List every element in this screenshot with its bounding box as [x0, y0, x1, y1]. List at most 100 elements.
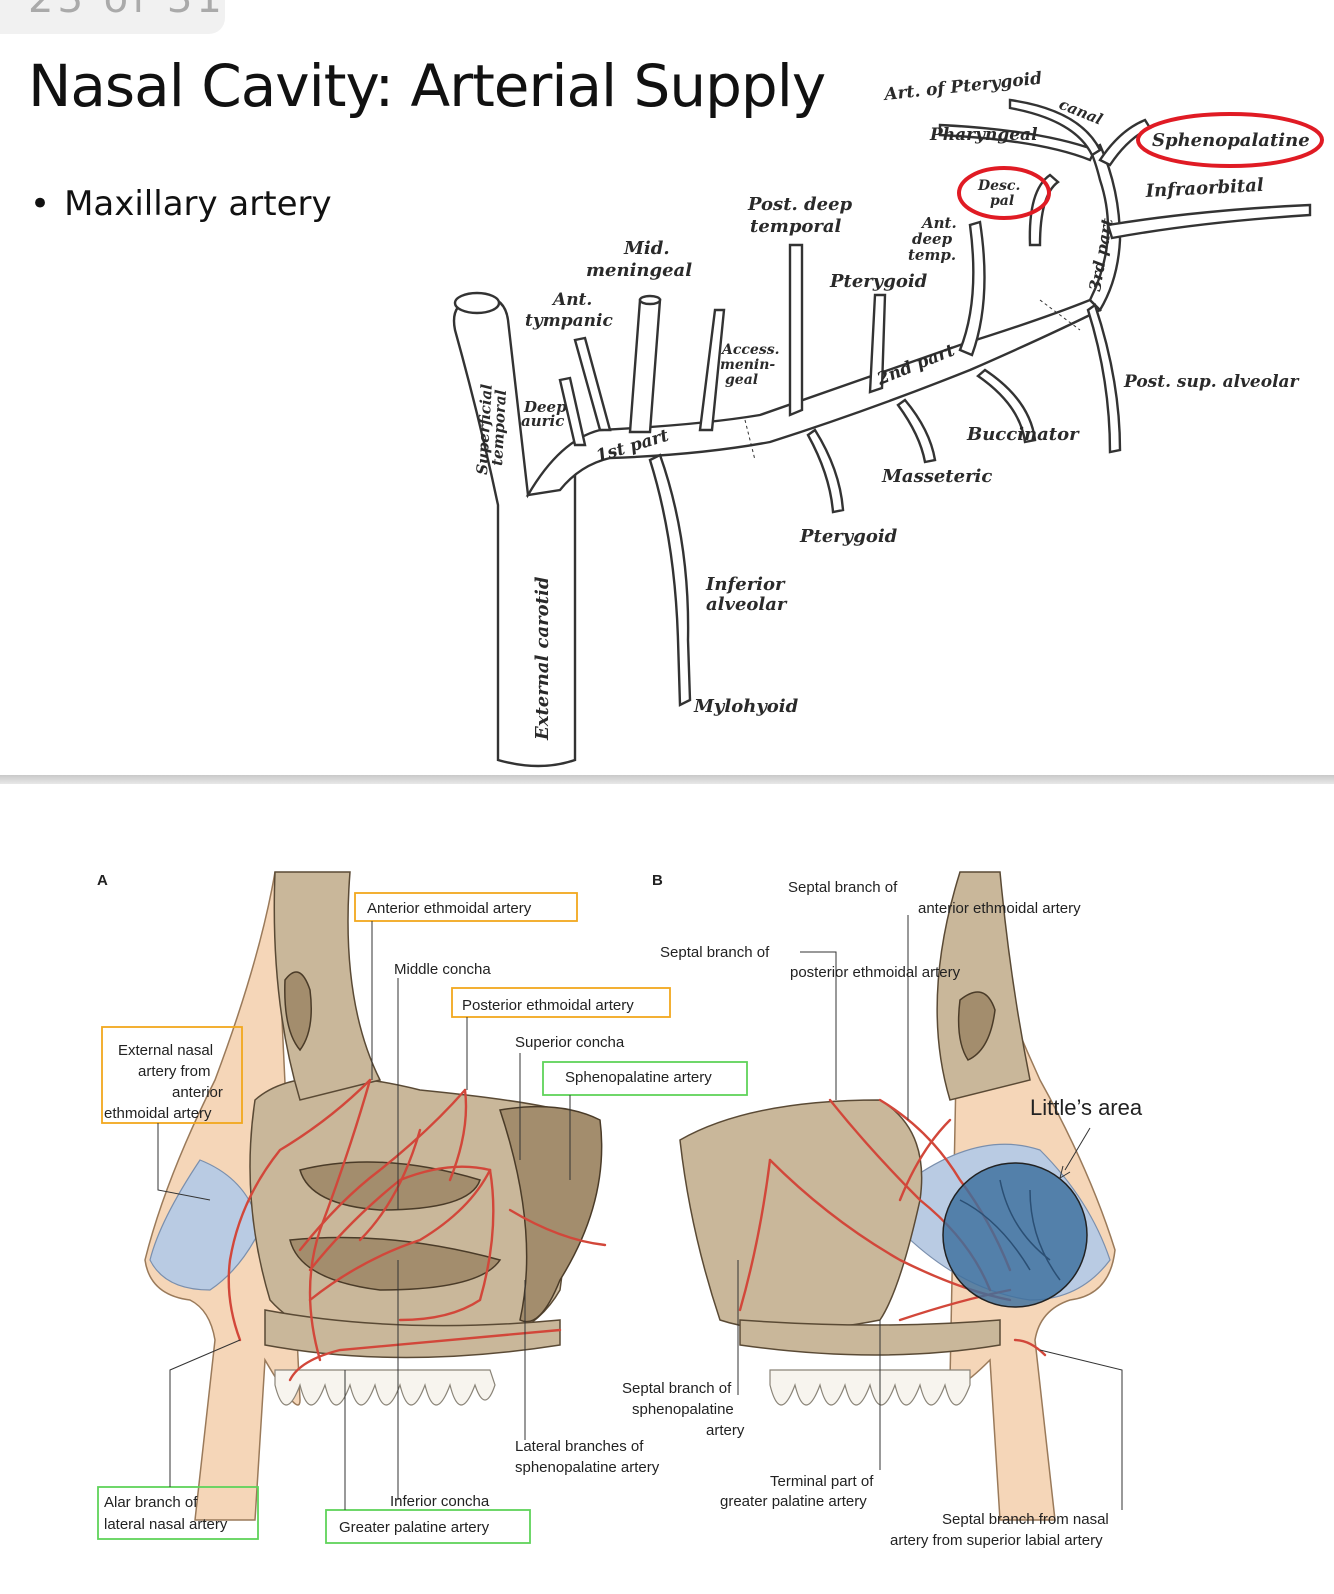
label-external-nasal-4: ethmoidal artery: [104, 1105, 212, 1122]
pharyngeal-vessel: [938, 123, 1097, 162]
panel-b-hard-palate: [739, 1319, 1001, 1356]
panel-a-label: A: [97, 872, 108, 889]
superficial-temporal-opening: [453, 291, 501, 315]
label-mylohyoid: Mylohyoid: [693, 696, 799, 717]
label-ant-deep-temp-1: Ant.: [920, 214, 957, 232]
panel-a-nasal-cartilage: [149, 1159, 261, 1291]
label-alar-1: Alar branch of: [104, 1494, 198, 1511]
box-external-nasal: [101, 1026, 243, 1124]
label-lateral-branches-1: Lateral branches of: [515, 1438, 644, 1455]
part-boundary-2: [1039, 299, 1081, 331]
sphenopalatine-highlight: [1136, 112, 1324, 168]
label-septal-post-1: Septal branch of: [660, 944, 770, 961]
label-external-carotid: External carotid: [532, 576, 553, 741]
slide-counter-pill: [0, 0, 225, 34]
label-middle-concha: Middle concha: [394, 961, 491, 978]
label-ant-deep-temp-3: temp.: [908, 246, 956, 264]
deep-auric-vessel: [558, 376, 587, 447]
post-deep-temporal-vessel: [788, 243, 804, 417]
label-pharyngeal: Pharyngeal: [929, 125, 1038, 145]
panel-b-septum: [679, 1099, 923, 1331]
box-sphenopalatine: [542, 1061, 748, 1096]
middle-meningeal-vessel: [628, 298, 662, 434]
littles-area-circle: [942, 1162, 1088, 1308]
section-divider: [0, 775, 1334, 784]
box-greater-palatine: [325, 1509, 531, 1544]
label-sphenopalatine-artery: Sphenopalatine artery: [565, 1069, 712, 1086]
label-septal-spheno-2: sphenopalatine: [632, 1401, 734, 1418]
label-access-meningeal-2: menin-: [720, 357, 775, 373]
label-superficial-temporal-2: temporal: [488, 389, 510, 466]
label-post-deep-temporal-2: temporal: [750, 216, 842, 237]
label-ant-tympanic-1: Ant.: [551, 290, 592, 310]
panel-a-frontal-bone: [273, 871, 382, 1101]
bullet-text: Maxillary artery: [64, 184, 332, 224]
label-sphenopalatine: Sphenopalatine: [1152, 130, 1310, 151]
panel-a-middle-concha-shape: [299, 1161, 481, 1211]
label-art-pterygoid: Art. of Pterygoid: [881, 69, 1043, 106]
panel-b-frontal-sinus: [957, 991, 996, 1061]
label-septal-ant-2: anterior ethmoidal artery: [918, 900, 1081, 917]
bullet-item: •Maxillary artery: [30, 184, 332, 224]
page-title: Nasal Cavity: Arterial Supply: [28, 52, 826, 120]
pterygoid-upper-vessel: [868, 293, 887, 394]
label-superior-concha: Superior concha: [515, 1034, 625, 1051]
meningeal-opening: [638, 294, 662, 306]
panel-b-septal-cartilage: [899, 1143, 1111, 1301]
label-lateral-branches-2: sphenopalatine artery: [515, 1459, 660, 1476]
label-post-sup-alveolar: Post. sup. alveolar: [1123, 372, 1300, 392]
panel-a-teeth: [274, 1369, 496, 1406]
box-alar-branch: [97, 1486, 259, 1540]
label-inferior-alveolar-1: Inferior: [705, 574, 786, 595]
label-external-nasal-3: anterior: [172, 1084, 223, 1101]
post-sup-alveolar-vessel: [1086, 303, 1122, 454]
label-anterior-ethmoidal: Anterior ethmoidal artery: [367, 900, 532, 917]
label-desc-pal-2: pal: [990, 193, 1014, 209]
slide-counter: 23 of 31: [28, 0, 226, 22]
panel-b-teeth: [769, 1369, 971, 1406]
sphenopalatine-vessel: [1098, 118, 1152, 167]
label-access-meningeal-3: geal: [725, 372, 758, 388]
masseteric-vessel: [896, 398, 937, 464]
panel-a-frontal-sinus: [284, 971, 312, 1052]
label-ant-deep-temp-2: deep: [912, 230, 953, 248]
panel-a-lateral-wall: [249, 1076, 569, 1352]
label-infraorbital: Infraorbital: [1144, 175, 1264, 202]
label-septal-post-2: posterior ethmoidal artery: [790, 964, 961, 981]
label-pterygoid-upper: Pterygoid: [829, 271, 928, 292]
panel-a-nose-skin: [144, 871, 301, 1521]
littles-area-vessels: [959, 1179, 1061, 1281]
label-greater-palatine: Greater palatine artery: [339, 1519, 490, 1536]
label-deep-auric-2: auric: [521, 412, 564, 430]
accessory-meningeal-vessel: [698, 308, 726, 432]
label-terminal-1: Terminal part of: [770, 1473, 874, 1490]
panel-b-label: B: [652, 872, 663, 889]
label-alar-2: lateral nasal artery: [104, 1516, 228, 1533]
label-external-nasal-1: External nasal: [118, 1042, 213, 1059]
inferior-alveolar-vessel: [648, 453, 692, 707]
label-terminal-2: greater palatine artery: [720, 1493, 867, 1510]
label-ant-tympanic-2: tympanic: [525, 311, 613, 331]
label-buccinator: Buccinator: [966, 424, 1080, 445]
label-posterior-ethmoidal: Posterior ethmoidal artery: [462, 997, 634, 1014]
pterygoid-canal-vessel: [1008, 98, 1102, 157]
label-septal-ant-1: Septal branch of: [788, 879, 898, 896]
label-superficial-temporal-1: Superficial: [473, 383, 496, 475]
ant-deep-temp-vessel: [958, 220, 986, 357]
desc-pal-highlight: [957, 166, 1051, 220]
label-inferior-alveolar-2: alveolar: [706, 594, 788, 615]
label-mid-meningeal-1: Mid.: [623, 238, 670, 259]
label-septal-nasal-2: artery from superior labial artery: [890, 1532, 1103, 1549]
panel-a-sphenoid: [499, 1105, 603, 1323]
buccinator-vessel: [976, 368, 1037, 444]
box-posterior-ethmoidal: [451, 987, 671, 1018]
panel-b-leader-lines: [737, 915, 1123, 1510]
part-boundary-1: [744, 419, 756, 461]
label-post-deep-temporal-1: Post. deep: [747, 194, 853, 215]
label-deep-auric-1: Deep: [523, 398, 567, 416]
label-access-meningeal-1: Access.: [720, 342, 779, 358]
label-desc-pal-1: Desc.: [977, 178, 1020, 194]
panel-a-leader-lines: [157, 921, 571, 1510]
label-inferior-concha: Inferior concha: [390, 1493, 490, 1510]
box-anterior-ethmoidal: [354, 892, 578, 922]
